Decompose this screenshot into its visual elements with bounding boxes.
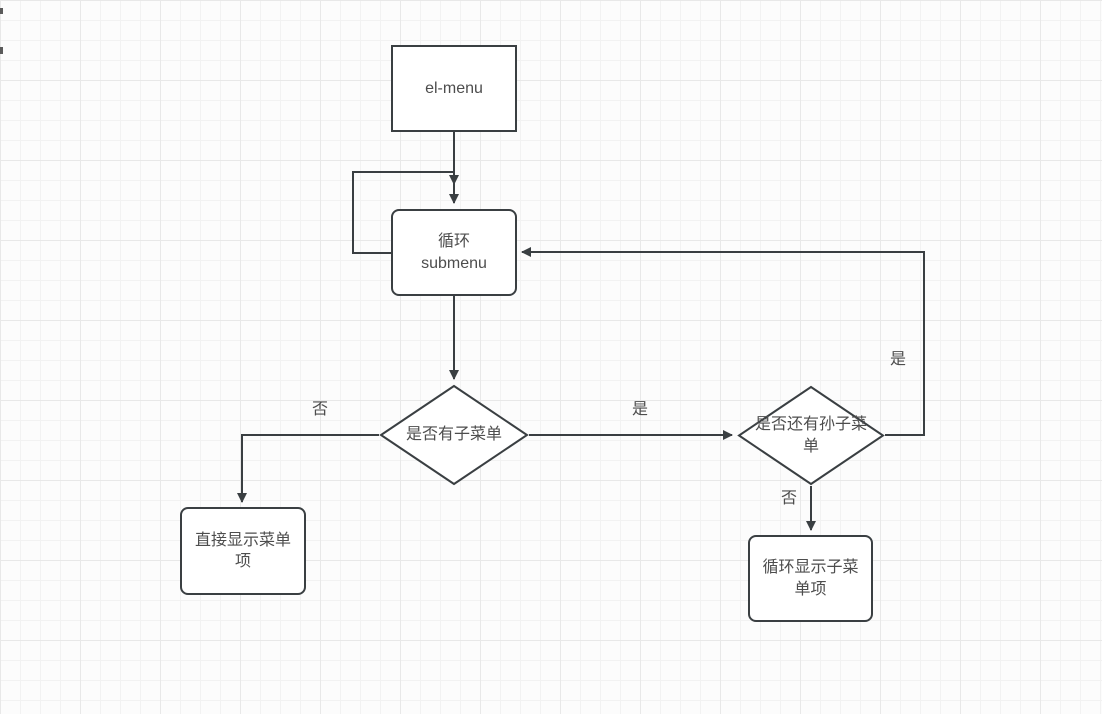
- edge-label-no[interactable]: 否: [312, 401, 329, 418]
- node-loop-submenu-label: 循环 submenu: [421, 233, 487, 272]
- node-has-submenu-label: 是否有子菜单: [405, 426, 502, 444]
- edge-has-submenu-no-to-direct-display[interactable]: [237, 434, 379, 503]
- node-has-grandchild-label: 是否还有孙子菜 单: [754, 416, 867, 455]
- node-decision-has-grandchild[interactable]: 是否还有孙子菜 单: [737, 385, 885, 486]
- node-direct-display-label: 直接显示菜单 项: [194, 531, 291, 570]
- edge-has-grandchild-yes-return-to-submenu[interactable]: [521, 247, 925, 436]
- node-loop-submenu[interactable]: 循环 submenu: [391, 209, 517, 296]
- clipped-ui-fragment: [0, 47, 3, 54]
- node-decision-has-submenu[interactable]: 是否有子菜单: [379, 384, 529, 486]
- node-loop-display[interactable]: 循环显示子菜 单项: [748, 535, 873, 622]
- clipped-ui-fragment: [0, 8, 3, 14]
- edge-submenu-self-loop[interactable]: [352, 171, 459, 254]
- node-el-menu[interactable]: el-menu: [391, 45, 517, 132]
- node-direct-display[interactable]: 直接显示菜单 项: [180, 507, 306, 595]
- edge-label-no[interactable]: 否: [781, 490, 798, 507]
- node-el-menu-label: el-menu: [425, 79, 483, 97]
- node-loop-display-label: 循环显示子菜 单项: [762, 559, 859, 598]
- diamond-shape: [737, 385, 885, 486]
- diamond-shape: [379, 384, 529, 486]
- edge-label-yes[interactable]: 是: [632, 401, 649, 418]
- edge-label-yes[interactable]: 是: [890, 351, 907, 368]
